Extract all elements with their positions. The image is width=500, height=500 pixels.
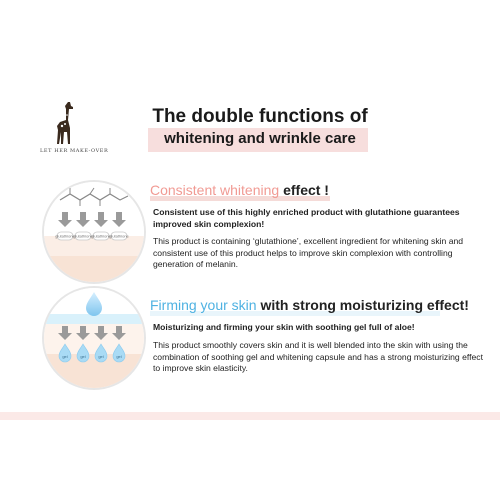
section-heading-firming: Firming your skin with strong moisturizi… [150,297,469,313]
heading-highlight [150,196,330,201]
giraffe-icon [57,102,73,144]
brand-name: LET HER MAKE-OVER [40,148,109,154]
brand-logo: LET HER MAKE-OVER [40,100,108,162]
capsule-label: glutathione [55,234,75,239]
drop-label: gel [80,354,85,359]
section-body-text: This product smoothly covers skin and it… [153,340,483,374]
capsule-label: glutathione [73,234,93,239]
title-highlight [148,128,368,152]
heading-highlight-text: Firming your skin [150,297,257,313]
molecule-skin-layers-icon: glutathione glutathione glutathione glut… [40,178,148,286]
title-line-1: The double functions of [152,106,368,127]
page-title: The double functions of whitening and wr… [130,106,390,150]
drop-label: gel [116,354,121,359]
drop-label: gel [62,354,67,359]
heading-highlight-text: Consistent whitening [150,182,280,198]
heading-rest-text: with strong moisturizing effect! [256,297,469,313]
title-line-2: whitening and wrinkle care [164,130,356,147]
section-body-text: This product is containing ‘glutathione’… [153,236,464,270]
water-drop-skin-layers-icon: gel gel gel gel [40,284,148,392]
section-heading-whitening: Consistent whitening effect ! [150,182,329,198]
section-lead-text: Moisturizing and firming your skin with … [153,322,415,332]
capsule-label: glutathione [109,234,129,239]
section-lead-text: Consistent use of this highly enriched p… [153,207,460,229]
drop-label: gel [98,354,103,359]
footer-band [0,412,500,420]
heading-highlight [150,311,440,316]
capsule-label: glutathione [91,234,111,239]
heading-rest-text: effect ! [279,182,329,198]
